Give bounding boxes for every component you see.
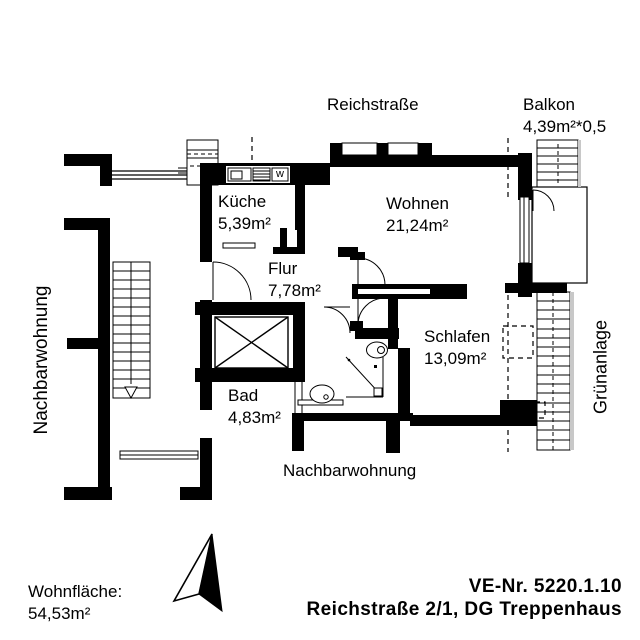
dashed-roof-markings (502, 325, 546, 419)
balcony-name: Balkon (523, 95, 575, 114)
roof-hatch-top (536, 139, 579, 188)
room-name: Bad (228, 386, 259, 405)
balcony-label: Balkon 4,39m²*0,5 (523, 94, 606, 138)
living-area-label: Wohnfläche: (28, 582, 123, 601)
room-area: 21,24m² (386, 216, 449, 235)
balcony-window (519, 196, 530, 264)
room-area: 4,83m² (228, 408, 281, 427)
kitchen-counter (226, 166, 290, 183)
elevator-shaft (214, 316, 289, 369)
balcony-structure (531, 139, 588, 284)
ve-number: VE-Nr. 5220.1.10 (468, 576, 622, 597)
bathroom-fixtures (297, 341, 388, 406)
kitchen-shelf (222, 242, 256, 249)
bad-door-arc (323, 306, 351, 334)
title-block: VE-Nr. 5220.1.10 Reichstraße 2/1, DG Tre… (307, 575, 622, 621)
room-area: 5,39m² (218, 214, 271, 233)
living-area-value: 54,53m² (28, 604, 91, 623)
neighbor-label-bottom: Nachbarwohnung (283, 461, 417, 480)
balcony-door-arc (532, 189, 555, 212)
room-label-schlafen: Schlafen 13,09m² (424, 326, 490, 370)
north-arrow-icon (172, 533, 223, 613)
street-label: Reichstraße (327, 95, 419, 114)
address-line: Reichstraße 2/1, DG Treppenhaus (306, 599, 622, 620)
neighbor-walls-left (64, 154, 212, 500)
stair-direction-arrow (124, 386, 138, 400)
washer-marker: w (276, 168, 284, 180)
boundary-lines (110, 170, 200, 180)
room-label-bad: Bad 4,83m² (228, 385, 281, 429)
roof-hatch-right (536, 140, 581, 451)
door-arcs (212, 257, 386, 413)
entrance-door-arc (212, 261, 252, 301)
washbasin (309, 384, 335, 404)
wohnen-door-arc (357, 257, 386, 286)
living-area-block: Wohnfläche: 54,53m² (28, 581, 122, 625)
roof-windows (341, 142, 419, 156)
wall-double-line-slit (358, 289, 430, 294)
room-label-kueche: Küche 5,39m² (218, 191, 271, 235)
room-label-wohnen: Wohnen 21,24m² (386, 193, 449, 237)
washer-box (271, 167, 289, 182)
green-area-label: Grünanlage (590, 319, 611, 415)
balcony-area: 4,39m²*0,5 (523, 117, 607, 136)
shower (345, 356, 384, 398)
room-name: Schlafen (424, 327, 491, 346)
room-area: 13,09m² (424, 349, 487, 368)
schlafen-door-arc (357, 297, 386, 326)
room-name: Flur (268, 259, 298, 278)
room-name: Wohnen (386, 194, 450, 213)
room-label-flur: Flur 7,78m² (268, 258, 321, 302)
room-area: 7,78m² (268, 281, 321, 300)
landing-railing (119, 450, 199, 460)
staircase-left (112, 261, 151, 400)
room-name: Küche (218, 192, 267, 211)
neighbor-label-left: Nachbarwohnung (31, 285, 52, 435)
